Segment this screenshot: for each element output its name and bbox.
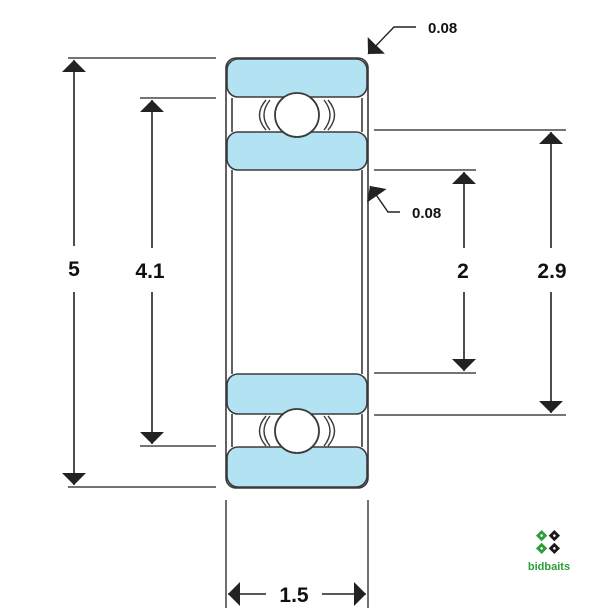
brand-name: bidbaits: [528, 561, 570, 573]
width-label: 1.5: [279, 584, 309, 607]
inner-ring-od-label: 2.9: [537, 260, 566, 283]
ball-top: [258, 92, 336, 138]
ball-pitch-label: 4.1: [135, 260, 165, 283]
ball-bottom: [258, 408, 336, 454]
chamfer-inner-label: 0.08: [412, 205, 441, 222]
outer-ring-top: [226, 58, 368, 98]
inner-diameter-label: 2: [457, 260, 469, 283]
outer-diameter-label: 5: [68, 258, 80, 281]
dice-cluster-icon: [535, 529, 561, 555]
chamfer-leader-top: [367, 26, 416, 55]
chamfer-leader-inner: [366, 185, 400, 213]
extension-lines: [68, 57, 566, 608]
chamfer-outer-label: 0.08: [428, 20, 457, 37]
inner-ring-bottom: [226, 373, 368, 415]
